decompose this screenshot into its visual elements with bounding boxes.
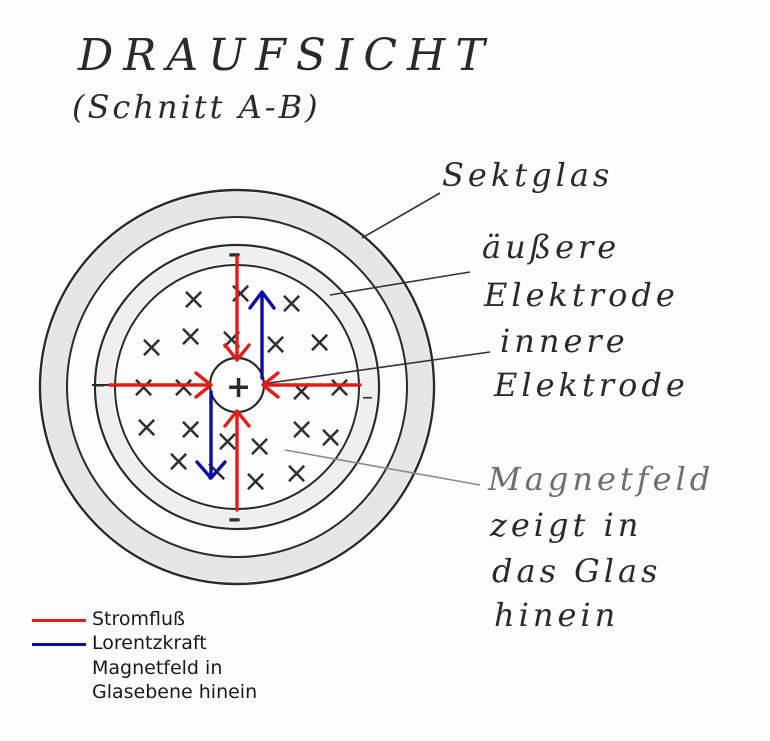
field-cross-mark: × (289, 374, 314, 409)
outer-glass-ring (38, 188, 436, 586)
label-magnetfeld: Magnetfeld (488, 460, 715, 498)
field-cross-mark: × (178, 412, 203, 447)
field-cross-mark: × (318, 420, 343, 455)
outer-glass-band (42, 192, 432, 582)
field-cross-mark: × (243, 464, 268, 499)
polarity-center: + (226, 370, 251, 405)
label-das-glas: das Glas (492, 552, 662, 590)
label-hinein: hinein (494, 596, 620, 634)
field-cross-mark: × (171, 370, 196, 405)
force-arrowhead-down (195, 460, 227, 480)
field-cross-mark: × (139, 330, 164, 365)
pointer-magnetfeld (284, 449, 481, 486)
field-cross-mark: × (279, 286, 304, 321)
label-innere: innere (500, 322, 629, 360)
field-cross-mark: × (289, 412, 314, 447)
page-subtitle: (Schnitt A-B) (72, 88, 321, 126)
field-cross-mark: × (181, 282, 206, 317)
field-cross-mark: × (327, 370, 352, 405)
polarity-top: – (228, 239, 241, 269)
label-sektglas: Sektglas (442, 156, 614, 194)
force-arrowhead-up (248, 290, 276, 310)
label-innere-elektrode: Elektrode (494, 366, 689, 404)
outer-glass-inner-edge (66, 216, 408, 558)
field-cross-mark: × (178, 319, 203, 354)
legend-note-line-2: Glasebene hinein (92, 681, 258, 703)
field-cross-mark: × (134, 410, 159, 445)
field-cross-mark: × (166, 444, 191, 479)
current-arrowhead-left (194, 371, 213, 399)
field-cross-mark: × (247, 429, 272, 464)
label-zeigt-in: zeigt in (490, 506, 643, 544)
label-aeussere: äußere (482, 228, 621, 266)
outer-electrode-band (97, 247, 377, 527)
page-title: DRAUFSICHT (78, 30, 495, 81)
legend-current-swatch (32, 619, 86, 622)
polarity-bottom: – (228, 504, 241, 534)
legend-note-line-1: Magnetfeld in (92, 657, 223, 679)
polarity-left: – (94, 373, 105, 398)
pointer-innere-elektrode (261, 351, 491, 385)
magnetic-field-marks: ×××××××××××××××××××××× (131, 276, 352, 499)
field-cross-mark: × (263, 327, 288, 362)
field-cross-mark: × (307, 325, 332, 360)
field-cross-mark: × (131, 370, 156, 405)
current-arrowhead-right (261, 371, 280, 399)
current-arrows (108, 255, 362, 512)
legend-force-swatch (32, 643, 86, 646)
label-aeussere-elektrode: Elektrode (484, 276, 679, 314)
current-arrowhead-bottom (223, 409, 251, 428)
current-arrowhead-top (223, 343, 251, 362)
pointer-sektglas (361, 192, 441, 239)
outer-electrode-ring (93, 243, 381, 531)
field-cross-mark: × (228, 276, 253, 311)
polarity-right: – (362, 385, 373, 410)
force-arrows (195, 290, 276, 480)
pointer-aeussere-elektrode (329, 271, 471, 296)
legend-current-label: Stromfluß (92, 608, 186, 630)
field-cross-mark: × (284, 456, 309, 491)
legend-force-label: Lorentzkraft (92, 632, 207, 654)
